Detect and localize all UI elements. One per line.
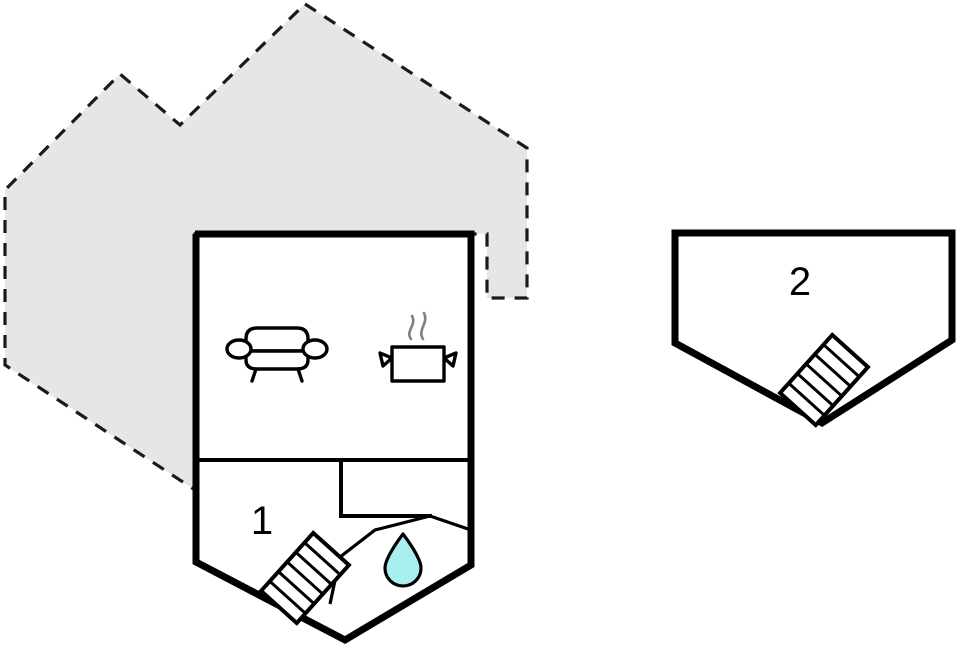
building-1-room-number-label: 1 bbox=[251, 499, 273, 543]
staircase-tread bbox=[303, 541, 342, 576]
staircase-tread bbox=[813, 353, 852, 388]
water-drop-icon bbox=[383, 532, 423, 588]
building-1-bathroom-partition-wall bbox=[339, 458, 432, 518]
staircase-tread bbox=[805, 362, 843, 398]
staircase-tread bbox=[787, 382, 826, 417]
staircase-tread bbox=[268, 580, 307, 615]
steam-line-left bbox=[408, 314, 415, 341]
building-2-outline bbox=[671, 229, 956, 428]
staircase-icon-building-2 bbox=[777, 332, 871, 428]
pot-body bbox=[390, 345, 446, 383]
staircase-tread bbox=[294, 551, 333, 586]
pot-handle-right bbox=[442, 351, 458, 368]
sofa-armrest-left bbox=[225, 338, 253, 360]
property-plot-area bbox=[3, 1, 529, 493]
sofa-icon bbox=[225, 326, 329, 383]
building-1[interactable]: 1 bbox=[192, 230, 475, 645]
sofa-armrest-right bbox=[301, 338, 329, 360]
staircase-tread bbox=[822, 343, 861, 378]
staircase-tread bbox=[796, 372, 835, 407]
sofa-seat bbox=[244, 349, 310, 371]
cooking-pot-icon bbox=[378, 311, 458, 383]
staircase-tread bbox=[277, 570, 316, 605]
sofa-leg-left bbox=[250, 367, 258, 383]
building-2-room-number-label: 2 bbox=[789, 260, 811, 304]
staircase-tread bbox=[286, 560, 324, 596]
pot-handle-left bbox=[378, 351, 394, 368]
sofa-backrest bbox=[244, 326, 310, 353]
building-2[interactable]: 2 bbox=[671, 229, 956, 428]
steam-line-right bbox=[420, 311, 427, 341]
sofa-leg-right bbox=[296, 367, 304, 383]
building-1-angled-outer-wall bbox=[429, 514, 472, 532]
staircase-icon-building-1 bbox=[258, 530, 352, 626]
